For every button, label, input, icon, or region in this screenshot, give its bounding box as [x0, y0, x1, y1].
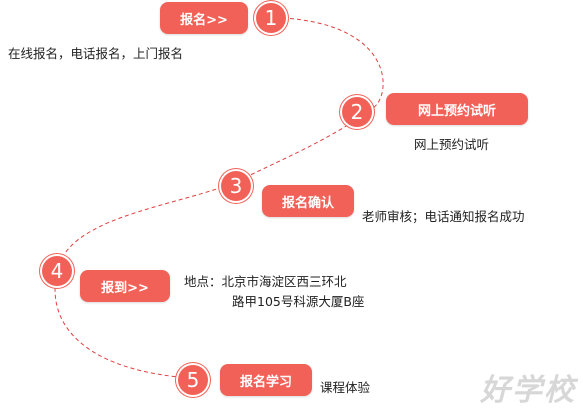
- watermark-logo: 好学校: [480, 373, 576, 408]
- step-4-address-line-1: 地点：北京市海淀区西三环北: [184, 272, 364, 292]
- address-value-1: 北京市海淀区西三环北: [221, 274, 347, 289]
- step-2-number: 2: [342, 97, 372, 127]
- step-4-address-line-2: 路甲105号科源大厦B座: [232, 294, 365, 309]
- step-3-number: 3: [221, 171, 251, 201]
- step-1-number: 1: [256, 3, 286, 33]
- step-2-description: 网上预约试听: [414, 137, 490, 152]
- step-1-button[interactable]: 报名>>: [160, 2, 248, 34]
- step-5-number: 5: [178, 365, 208, 395]
- address-label: 地点：: [184, 274, 222, 289]
- step-3-description: 老师审核；电话通知报名成功: [362, 209, 525, 224]
- step-5-button[interactable]: 报名学习: [220, 364, 312, 396]
- step-4-address: 地点：北京市海淀区西三环北 路甲105号科源大厦B座: [184, 272, 364, 312]
- step-3-button[interactable]: 报名确认: [262, 185, 354, 217]
- step-2-button[interactable]: 网上预约试听: [386, 93, 528, 125]
- step-5-description: 课程体验: [320, 380, 371, 395]
- step-4-button[interactable]: 报到>>: [80, 270, 170, 302]
- dashed-connector-path: [54, 17, 384, 379]
- step-4-number: 4: [42, 256, 72, 286]
- step-1-description: 在线报名，电话报名，上门报名: [8, 46, 184, 61]
